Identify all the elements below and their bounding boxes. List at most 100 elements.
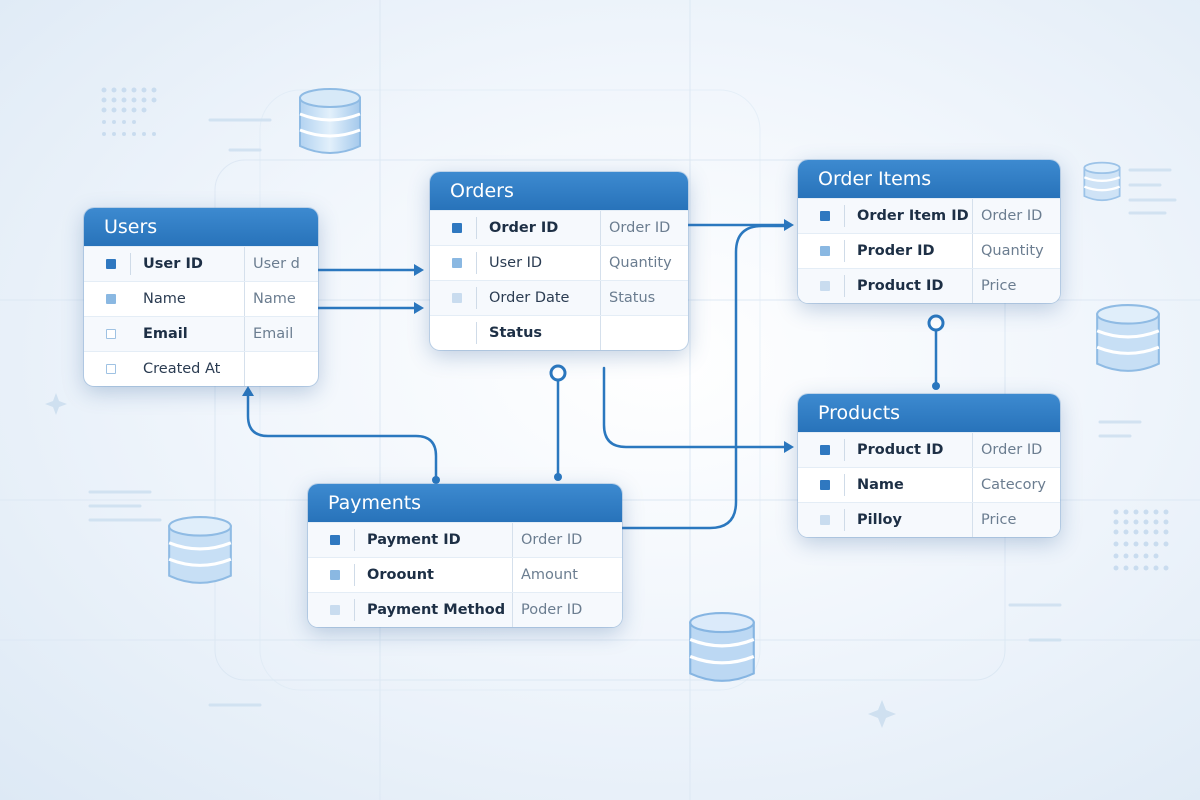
field-name: Payment ID <box>367 532 461 548</box>
table-title: Payments <box>308 484 622 522</box>
table-row[interactable]: Order Item ID Order ID <box>798 198 1060 233</box>
field-type: Email <box>244 317 293 351</box>
arrow-head-icon <box>242 386 254 396</box>
table-row[interactable]: Payment Method Poder ID <box>308 592 622 627</box>
database-icon <box>1083 161 1121 202</box>
field-list: Order ID Order ID User ID Quantity Order… <box>430 210 688 350</box>
row-divider <box>476 287 477 309</box>
table-row[interactable]: User ID Quantity <box>430 245 688 280</box>
table-title: Users <box>84 208 318 246</box>
database-icon <box>168 516 232 584</box>
table-row[interactable]: Payment ID Order ID <box>308 522 622 557</box>
field-marker-icon <box>820 246 830 256</box>
field-marker-icon <box>820 281 830 291</box>
table-users[interactable]: Users User ID User d Name Name Email Ema… <box>84 208 318 386</box>
row-divider <box>354 564 355 586</box>
row-divider <box>476 322 477 344</box>
field-name: User ID <box>489 255 543 271</box>
table-row[interactable]: Email Email <box>84 316 318 351</box>
table-products[interactable]: Products Product ID Order ID Name Cateco… <box>798 394 1060 537</box>
table-row[interactable]: Proder ID Quantity <box>798 233 1060 268</box>
connector-payments-users <box>246 390 438 480</box>
table-row[interactable]: Order Date Status <box>430 280 688 315</box>
field-name: Name <box>143 291 186 307</box>
field-marker-icon <box>330 570 340 580</box>
field-marker-icon <box>452 258 462 268</box>
connector-payments-order-items <box>620 224 788 530</box>
field-name: Status <box>489 325 543 341</box>
field-marker-icon <box>106 364 116 374</box>
table-row[interactable]: Order ID Order ID <box>430 210 688 245</box>
field-name: Product ID <box>857 278 944 294</box>
table-row[interactable]: Created At <box>84 351 318 386</box>
field-type <box>600 316 609 350</box>
row-divider <box>476 217 477 239</box>
field-marker-icon <box>106 294 116 304</box>
row-divider <box>844 240 845 262</box>
table-row[interactable]: Name Name <box>84 281 318 316</box>
table-title: Order Items <box>798 160 1060 198</box>
field-name: Pilloy <box>857 512 902 528</box>
field-type: Name <box>244 282 296 316</box>
sparkle-icon <box>868 700 896 728</box>
table-row[interactable]: Status <box>430 315 688 350</box>
table-row[interactable]: Product ID Order ID <box>798 432 1060 467</box>
row-divider <box>844 509 845 531</box>
field-name: Order Item ID <box>857 208 969 224</box>
table-row[interactable]: Name Catecory <box>798 467 1060 502</box>
key-marker-icon <box>820 445 830 455</box>
field-list: Order Item ID Order ID Proder ID Quantit… <box>798 198 1060 303</box>
row-divider <box>354 599 355 621</box>
field-marker-icon <box>820 480 830 490</box>
field-name: Oroount <box>367 567 434 583</box>
field-type: Order ID <box>972 433 1042 467</box>
field-type: Amount <box>512 558 578 592</box>
field-name: Name <box>857 477 904 493</box>
field-marker-icon <box>452 328 462 338</box>
endpoint-dot-icon <box>554 473 562 481</box>
table-row[interactable]: Pilloy Price <box>798 502 1060 537</box>
row-divider <box>354 529 355 551</box>
field-type: Status <box>600 281 655 315</box>
field-list: Product ID Order ID Name Catecory Pilloy… <box>798 432 1060 537</box>
field-type: Order ID <box>600 211 670 245</box>
field-list: User ID User d Name Name Email Email Cre… <box>84 246 318 386</box>
field-name: Order ID <box>489 220 559 236</box>
row-divider <box>844 205 845 227</box>
field-type: Price <box>972 503 1016 537</box>
table-row[interactable]: User ID User d <box>84 246 318 281</box>
table-row[interactable]: Product ID Price <box>798 268 1060 303</box>
table-orders[interactable]: Orders Order ID Order ID User ID Quantit… <box>430 172 688 350</box>
field-marker-icon <box>330 605 340 615</box>
table-title: Products <box>798 394 1060 432</box>
field-marker-icon <box>820 515 830 525</box>
connector-orders-products <box>602 366 788 449</box>
row-divider <box>476 252 477 274</box>
database-icon <box>689 612 755 682</box>
row-divider <box>130 323 131 345</box>
field-type: Order ID <box>512 523 582 557</box>
field-name: Email <box>143 326 188 342</box>
field-type <box>244 352 253 386</box>
field-type: User d <box>244 247 300 281</box>
row-divider <box>130 253 131 275</box>
relation-node-icon <box>927 314 945 332</box>
field-name: Payment Method <box>367 602 506 618</box>
field-type: Catecory <box>972 468 1046 502</box>
table-row[interactable]: Oroount Amount <box>308 557 622 592</box>
field-type: Quantity <box>972 234 1044 268</box>
row-divider <box>844 439 845 461</box>
table-order-items[interactable]: Order Items Order Item ID Order ID Prode… <box>798 160 1060 303</box>
arrow-head-icon <box>414 264 424 276</box>
field-name: Proder ID <box>857 243 935 259</box>
row-divider <box>130 358 131 380</box>
database-icon <box>299 88 361 154</box>
relation-node-icon <box>549 364 567 382</box>
field-name: Product ID <box>857 442 944 458</box>
endpoint-dot-icon <box>932 382 940 390</box>
field-name: User ID <box>143 256 203 272</box>
arrow-head-icon <box>784 441 794 453</box>
table-payments[interactable]: Payments Payment ID Order ID Oroount Amo… <box>308 484 622 627</box>
